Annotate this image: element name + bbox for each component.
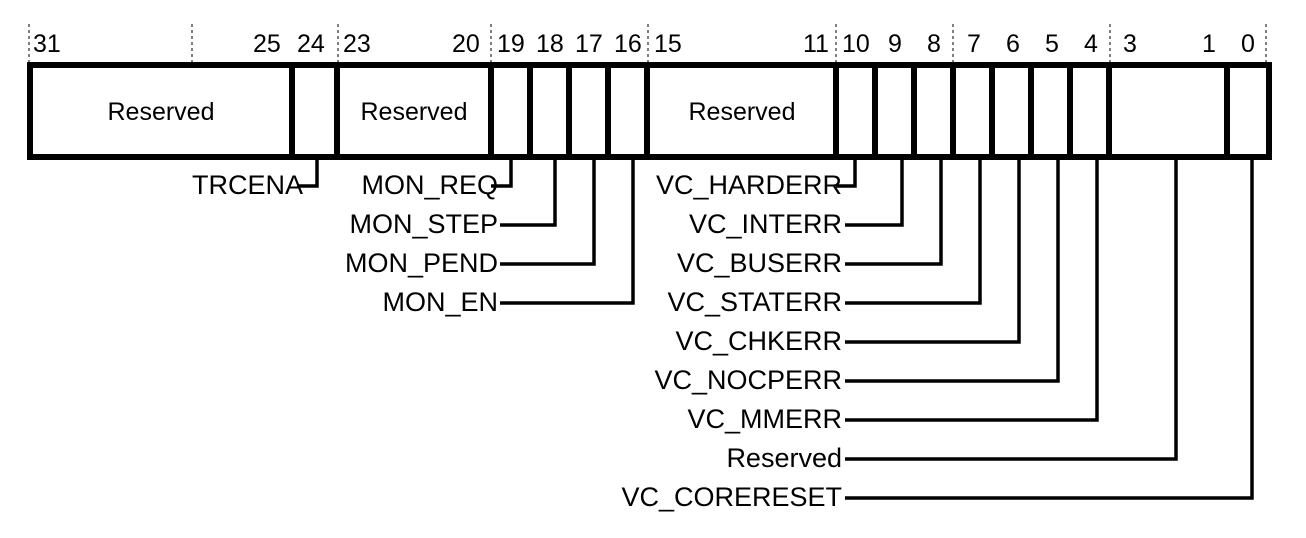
bit-number-10: 10 bbox=[842, 30, 870, 58]
bit-number-15: 15 bbox=[654, 30, 682, 58]
bit-number-19: 19 bbox=[497, 30, 525, 58]
leader-mon-req bbox=[491, 157, 513, 188]
leader-vc-interr bbox=[845, 157, 904, 227]
leader-vc-staterr bbox=[845, 157, 982, 305]
callout-label-vc-harderr: VC_HARDERR bbox=[656, 170, 842, 200]
leader-vc-buserr bbox=[845, 157, 943, 266]
bit-number-3: 3 bbox=[1123, 30, 1137, 58]
bit-number-23: 23 bbox=[343, 30, 371, 58]
bit-number-20: 20 bbox=[452, 30, 480, 58]
callout-label-mon-en: MON_EN bbox=[382, 287, 498, 317]
register-field-labels: Reserved Reserved Reserved bbox=[108, 98, 796, 126]
bit-number-0: 0 bbox=[1241, 30, 1255, 58]
bit-number-25: 25 bbox=[253, 30, 281, 58]
callout-label-vc-corereset: VC_CORERESET bbox=[621, 482, 842, 512]
field-label-reserved-23-20: Reserved bbox=[361, 98, 468, 126]
bit-number-17: 17 bbox=[575, 30, 603, 58]
register-cell-dividers bbox=[289, 65, 1230, 157]
bit-number-11: 11 bbox=[803, 30, 829, 58]
bit-number-1: 1 bbox=[1202, 30, 1216, 58]
callout-label-vc-buserr: VC_BUSERR bbox=[677, 248, 842, 278]
leader-vc-chkerr bbox=[845, 157, 1021, 344]
bit-number-5: 5 bbox=[1045, 30, 1059, 58]
callout-label-mon-step: MON_STEP bbox=[349, 209, 498, 239]
leader-vc-harderr bbox=[836, 157, 857, 188]
leader-vc-corereset bbox=[845, 157, 1254, 500]
callout-label-reserved-3-1: Reserved bbox=[726, 443, 842, 473]
bit-number-8: 8 bbox=[927, 30, 941, 58]
field-label-reserved-31-25: Reserved bbox=[108, 98, 215, 126]
bit-number-9: 9 bbox=[888, 30, 902, 58]
bit-number-18: 18 bbox=[536, 30, 564, 58]
leader-vc-nocperr bbox=[845, 157, 1060, 383]
callout-label-vc-nocperr: VC_NOCPERR bbox=[654, 365, 842, 395]
field-label-reserved-15-11: Reserved bbox=[689, 98, 796, 126]
callout-label-vc-staterr: VC_STATERR bbox=[667, 287, 842, 317]
bit-number-7: 7 bbox=[967, 30, 981, 58]
callout-label-trcena: TRCENA bbox=[192, 170, 303, 200]
callout-label-mon-req: MON_REQ bbox=[361, 170, 498, 200]
callout-label-vc-interr: VC_INTERR bbox=[689, 209, 842, 239]
bit-number-16: 16 bbox=[614, 30, 642, 58]
leader-vc-mmerr bbox=[845, 157, 1099, 422]
bit-boundary-guides bbox=[28, 24, 1267, 62]
leader-trcena bbox=[297, 157, 319, 188]
leader-reserved-3-1 bbox=[845, 157, 1178, 461]
callout-leader-lines bbox=[297, 157, 1254, 500]
bit-number-6: 6 bbox=[1006, 30, 1020, 58]
callout-label-vc-mmerr: VC_MMERR bbox=[687, 404, 842, 434]
leader-mon-step bbox=[500, 157, 557, 227]
callout-label-mon-pend: MON_PEND bbox=[345, 248, 498, 278]
leader-mon-en bbox=[500, 157, 635, 305]
callout-label-vc-chkerr: VC_CHKERR bbox=[675, 326, 842, 356]
bit-number-31: 31 bbox=[33, 30, 61, 58]
callout-labels: TRCENA MON_REQ MON_STEP MON_PEND MON_EN … bbox=[192, 170, 842, 512]
leader-mon-pend bbox=[500, 157, 596, 266]
bit-number-24: 24 bbox=[297, 30, 325, 58]
bit-number-4: 4 bbox=[1084, 30, 1098, 58]
bit-number-row: 31 25 24 23 20 19 18 17 16 15 11 10 9 8 … bbox=[33, 30, 1255, 58]
